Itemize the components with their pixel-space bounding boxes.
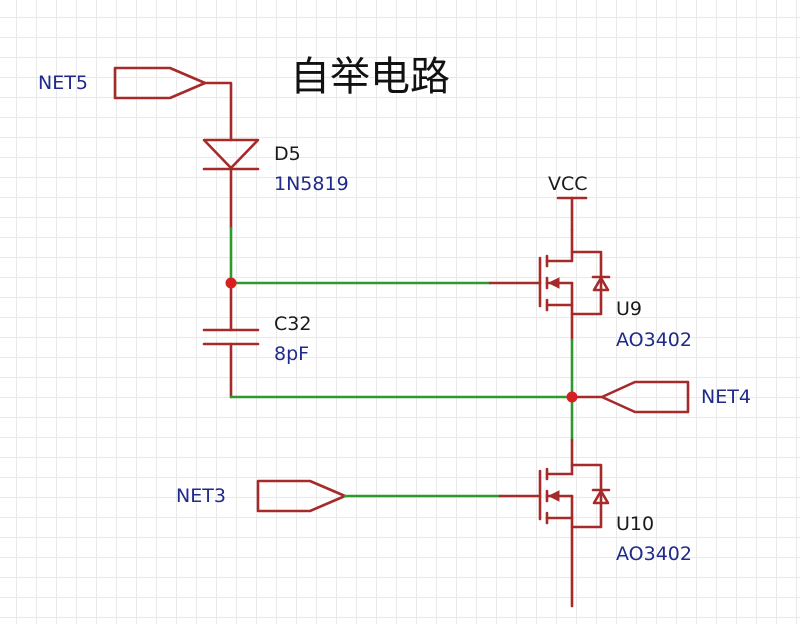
c32-value-label: 8pF [274, 343, 309, 365]
u10-value-label: AO3402 [616, 543, 692, 565]
net5-label: NET5 [38, 72, 88, 94]
diode-d5[interactable] [202, 138, 260, 230]
vcc-label: VCC [548, 173, 588, 195]
mosfet-u9[interactable] [538, 228, 611, 342]
net5-to-d5-wire [203, 81, 233, 142]
d5-ref-label: D5 [274, 143, 301, 165]
u10-ref-label: U10 [616, 513, 654, 535]
schematic-title: 自举电路 [290, 54, 450, 100]
mosfet-u10[interactable] [538, 438, 611, 608]
d5-value-label: 1N5819 [274, 173, 349, 195]
net5-port[interactable] [113, 66, 207, 100]
u9-value-label: AO3402 [616, 329, 692, 351]
net3-label: NET3 [176, 485, 226, 507]
junction-gate-node [225, 277, 237, 289]
net3-port[interactable] [256, 479, 347, 513]
u9-ref-label: U9 [616, 298, 642, 320]
net4-port[interactable] [600, 380, 690, 414]
c32-ref-label: C32 [274, 313, 311, 335]
junction-net4-node [566, 391, 578, 403]
net4-label: NET4 [701, 386, 751, 408]
capacitor-c32[interactable] [202, 281, 260, 399]
